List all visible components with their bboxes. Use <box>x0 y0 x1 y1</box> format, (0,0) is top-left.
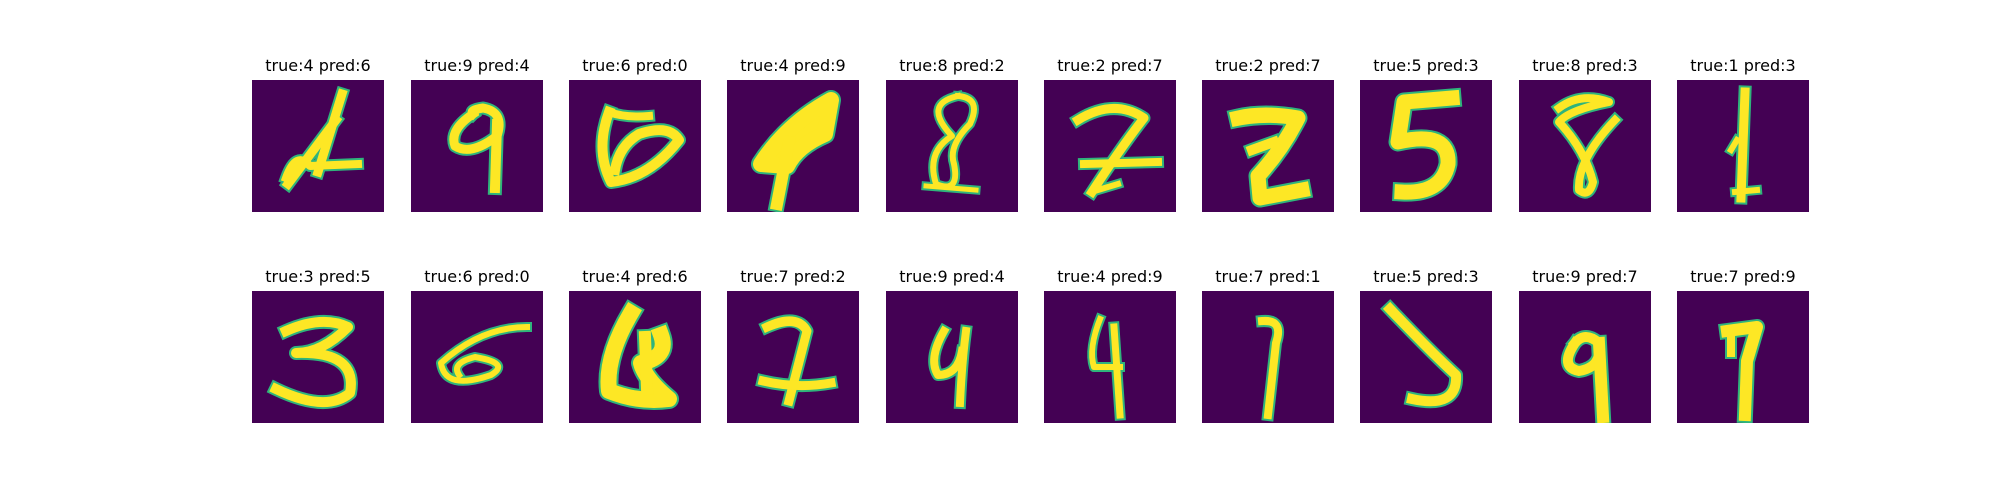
panel-title: true:9 pred:4 <box>899 267 1005 286</box>
digit-stroke <box>489 118 503 194</box>
panel-title: true:7 pred:9 <box>1690 267 1796 286</box>
digit-stroke <box>1245 135 1281 157</box>
panel-title: true:6 pred:0 <box>582 56 688 75</box>
digit-stroke <box>1390 89 1461 200</box>
digit-stroke <box>930 92 977 190</box>
digit-stroke <box>923 183 979 193</box>
digit-image <box>1519 291 1651 423</box>
digit-stroke <box>638 330 654 396</box>
digit-stroke <box>281 113 343 191</box>
digit-stroke <box>1382 301 1462 407</box>
panel-title: true:8 pred:3 <box>1532 56 1638 75</box>
panel-title: true:5 pred:3 <box>1373 56 1479 75</box>
digit-stroke <box>1257 316 1283 420</box>
panel-title: true:3 pred:5 <box>265 267 371 286</box>
digit-glyph <box>436 321 533 386</box>
panel-title: true:1 pred:3 <box>1690 56 1796 75</box>
digit-image <box>252 291 384 423</box>
digit-image <box>886 291 1018 423</box>
digit-stroke <box>761 316 812 407</box>
panel-title: true:7 pred:1 <box>1215 267 1321 286</box>
panel-title: true:6 pred:0 <box>424 267 530 286</box>
digit-image <box>569 291 701 423</box>
digit-glyph <box>751 90 841 212</box>
digit-stroke <box>1069 102 1151 201</box>
digit-stroke <box>930 325 967 379</box>
digit-glyph <box>1561 330 1612 423</box>
panel-title: true:7 pred:2 <box>740 267 846 286</box>
digit-glyph <box>1718 319 1765 423</box>
digit-glyph <box>928 322 973 410</box>
digit-stroke <box>1094 180 1122 194</box>
digit-image <box>1677 291 1809 423</box>
digit-image <box>1044 291 1176 423</box>
digit-glyph <box>921 90 981 195</box>
digit-stroke <box>1553 94 1621 197</box>
panel-title: true:8 pred:2 <box>899 56 1005 75</box>
digit-image <box>886 80 1018 212</box>
digit-stroke <box>753 92 839 174</box>
digit-glyph <box>1724 85 1763 205</box>
digit-stroke <box>1079 157 1163 169</box>
digit-stroke <box>1731 186 1761 196</box>
panel-title: true:9 pred:4 <box>424 56 530 75</box>
digit-stroke <box>603 106 654 121</box>
digit-glyph <box>1069 102 1165 201</box>
digit-glyph <box>278 85 365 194</box>
digit-image <box>569 80 701 212</box>
digit-image <box>411 80 543 212</box>
digit-stroke <box>1071 104 1149 199</box>
digit-image <box>1360 291 1492 423</box>
digit-stroke <box>769 134 797 212</box>
digit-glyph <box>1388 87 1463 202</box>
digit-stroke <box>597 105 684 187</box>
panel-title: true:4 pred:9 <box>1057 267 1163 286</box>
digit-glyph <box>1226 105 1314 208</box>
digit-image <box>727 291 859 423</box>
digit-glyph <box>755 314 839 409</box>
panel-title: true:2 pred:7 <box>1215 56 1321 75</box>
digit-stroke <box>600 302 677 408</box>
digit-stroke <box>1736 87 1750 203</box>
panel-title: true:9 pred:7 <box>1532 267 1638 286</box>
digit-stroke <box>757 375 837 391</box>
digit-glyph <box>1255 314 1285 422</box>
digit-image <box>1202 291 1334 423</box>
digit-image <box>1519 80 1651 212</box>
digit-image <box>252 80 384 212</box>
panel-title: true:5 pred:3 <box>1373 267 1479 286</box>
digit-stroke <box>280 156 363 184</box>
panel-title: true:4 pred:9 <box>740 56 846 75</box>
digit-stroke <box>269 316 356 407</box>
panel-title: true:2 pred:7 <box>1057 56 1163 75</box>
digit-image <box>1360 80 1492 212</box>
digit-stroke <box>1089 315 1123 370</box>
digit-stroke <box>955 326 971 408</box>
digit-stroke <box>1229 107 1311 206</box>
digit-image <box>727 80 859 212</box>
digit-glyph <box>1380 299 1464 409</box>
panel-title: true:4 pred:6 <box>265 56 371 75</box>
digit-image <box>1202 80 1334 212</box>
digit-stroke <box>1592 336 1610 423</box>
digit-glyph <box>598 299 679 410</box>
digit-glyph <box>595 103 686 189</box>
panel-title: true:4 pred:6 <box>582 267 688 286</box>
digit-image <box>411 291 543 423</box>
digit-image <box>1677 80 1809 212</box>
digit-glyph <box>266 314 358 409</box>
digit-stroke <box>1720 321 1763 422</box>
digit-stroke <box>1110 323 1124 419</box>
digit-stroke <box>1726 135 1742 155</box>
digit-glyph <box>1550 92 1624 199</box>
digit-stroke <box>438 323 531 384</box>
digit-glyph <box>447 101 506 196</box>
digit-glyph <box>1087 312 1126 421</box>
digit-image <box>1044 80 1176 212</box>
